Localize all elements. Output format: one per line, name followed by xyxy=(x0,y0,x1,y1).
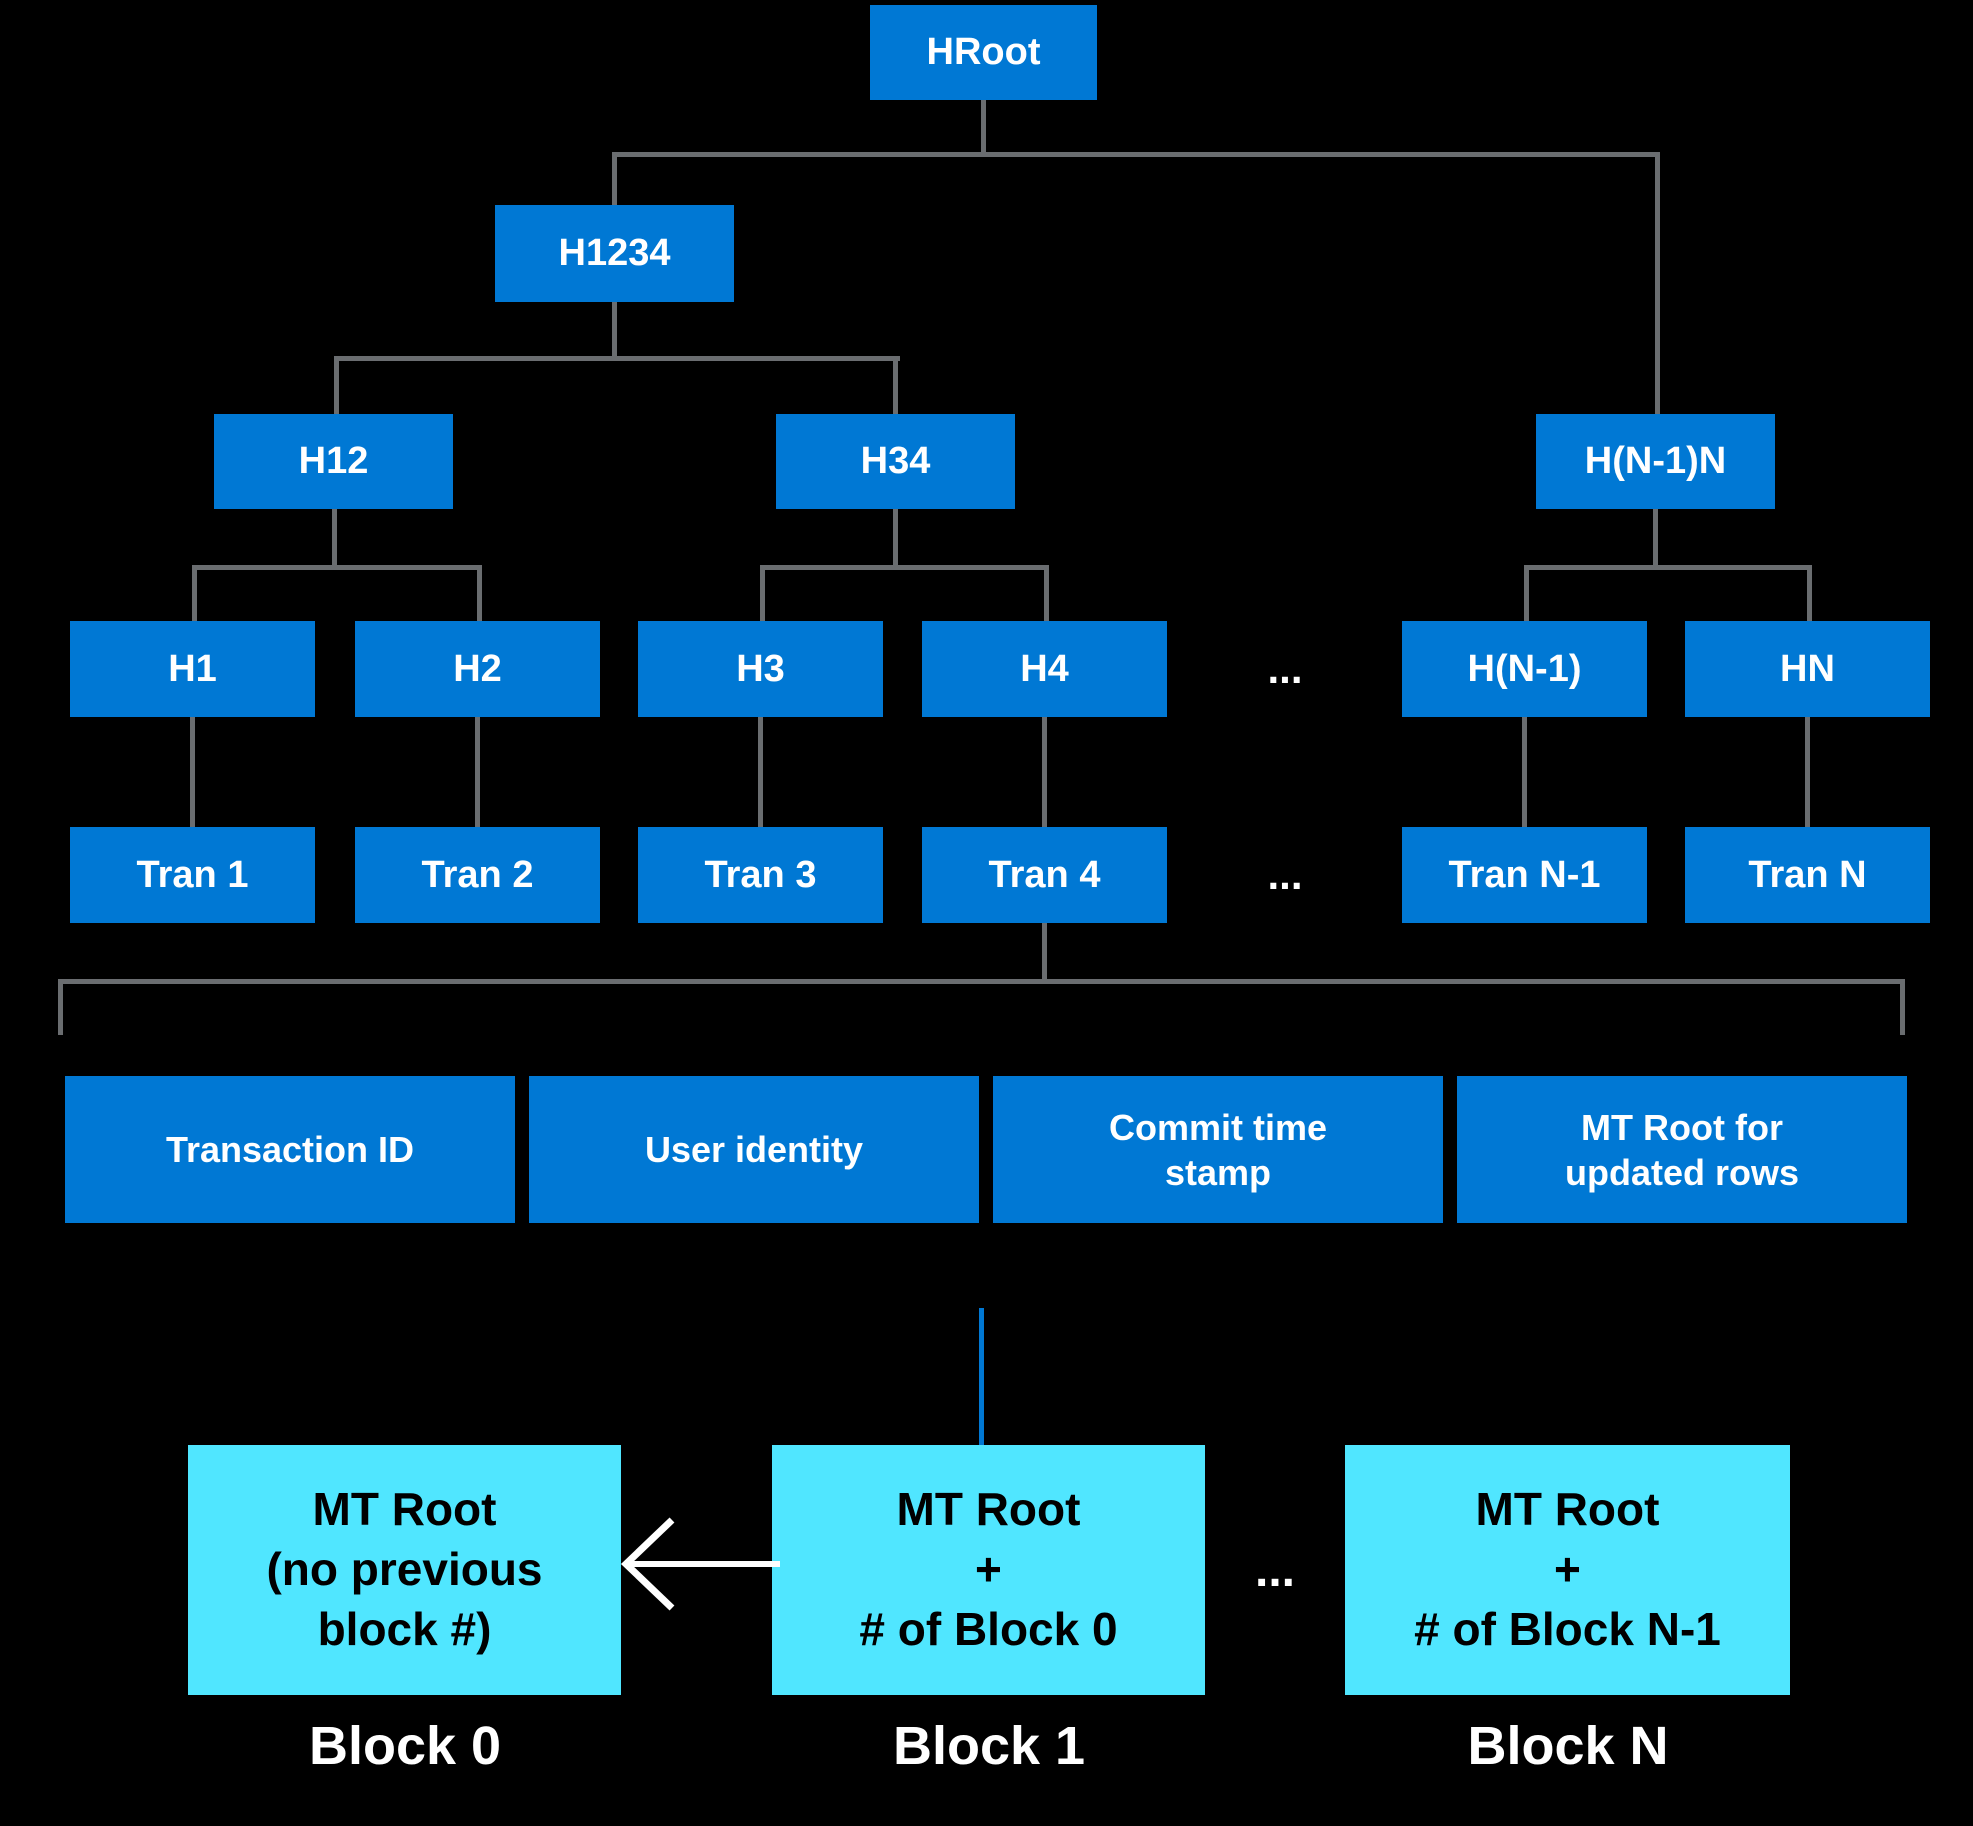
node-tran1: Tran 1 xyxy=(70,827,315,923)
node-h12: H12 xyxy=(214,414,453,509)
node-trann1: Tran N-1 xyxy=(1402,827,1647,923)
connector-level1-left-drop xyxy=(612,152,617,207)
tran-row-ellipsis: ... xyxy=(1267,851,1303,898)
connector-h34-bracket xyxy=(760,565,1049,570)
block-1-label: Block 1 xyxy=(892,1716,1086,1776)
node-hn1n: H(N-1)N xyxy=(1536,414,1775,509)
connector-detail-bracket-right-tick xyxy=(1900,979,1905,1035)
node-h1234: H1234 xyxy=(495,205,734,302)
node-hn1: H(N-1) xyxy=(1402,621,1647,717)
node-trann: Tran N xyxy=(1685,827,1930,923)
connector-h2-tran2 xyxy=(475,717,480,827)
connector-hroot-down xyxy=(981,100,986,154)
node-tran3: Tran 3 xyxy=(638,827,883,923)
block-1-box: MT Root + # of Block 0 xyxy=(772,1445,1205,1695)
connector-tran4-down xyxy=(1042,923,1047,981)
field-user-identity: User identity xyxy=(529,1076,979,1223)
connector-detail-bracket-left-tick xyxy=(58,979,63,1035)
block-row-ellipsis: ... xyxy=(1254,1543,1295,1597)
connector-h12-bracket xyxy=(192,565,482,570)
connector-level2-left-drop xyxy=(334,356,339,416)
connector-level2-right-drop xyxy=(893,356,898,416)
block-n-label: Block N xyxy=(1467,1716,1669,1776)
node-h3: H3 xyxy=(638,621,883,717)
field-mt-root: MT Root for updated rows xyxy=(1457,1076,1907,1223)
node-h4: H4 xyxy=(922,621,1167,717)
connector-hn1-trann1 xyxy=(1522,717,1527,827)
connector-h12-down xyxy=(332,509,337,567)
connector-detail-bracket xyxy=(58,979,1905,984)
connector-mtroot-to-block1 xyxy=(979,1308,984,1445)
node-hroot: HRoot xyxy=(870,5,1097,100)
hash-row-ellipsis: ... xyxy=(1267,645,1303,692)
connector-h3-tran3 xyxy=(758,717,763,827)
connector-level1-horizontal xyxy=(612,152,1660,157)
connector-h34-down xyxy=(893,509,898,567)
connector-level2-horizontal xyxy=(334,356,900,361)
node-h1: H1 xyxy=(70,621,315,717)
node-h2: H2 xyxy=(355,621,600,717)
node-h34: H34 xyxy=(776,414,1015,509)
field-transaction-id: Transaction ID xyxy=(65,1076,515,1223)
connector-level1-right-drop xyxy=(1655,152,1660,414)
connector-hn-trann xyxy=(1805,717,1810,827)
block-0-box: MT Root (no previous block #) xyxy=(188,1445,621,1695)
connector-hn1n-down xyxy=(1653,509,1658,567)
connector-hn1n-left-drop xyxy=(1524,565,1529,623)
node-hn: HN xyxy=(1685,621,1930,717)
connector-h1234-down xyxy=(612,302,617,358)
node-tran2: Tran 2 xyxy=(355,827,600,923)
connector-h12-left-drop xyxy=(192,565,197,623)
connector-h34-left-drop xyxy=(760,565,765,623)
connector-hn1n-bracket xyxy=(1524,565,1812,570)
previous-block-arrow-icon xyxy=(620,1517,780,1611)
connector-h1-tran1 xyxy=(190,717,195,827)
block-n-box: MT Root + # of Block N-1 xyxy=(1345,1445,1790,1695)
connector-h4-tran4 xyxy=(1042,717,1047,827)
block-0-label: Block 0 xyxy=(308,1716,502,1776)
connector-h12-right-drop xyxy=(477,565,482,623)
connector-h34-right-drop xyxy=(1044,565,1049,623)
node-tran4: Tran 4 xyxy=(922,827,1167,923)
connector-hn1n-right-drop xyxy=(1807,565,1812,623)
field-commit-timestamp: Commit time stamp xyxy=(993,1076,1443,1223)
